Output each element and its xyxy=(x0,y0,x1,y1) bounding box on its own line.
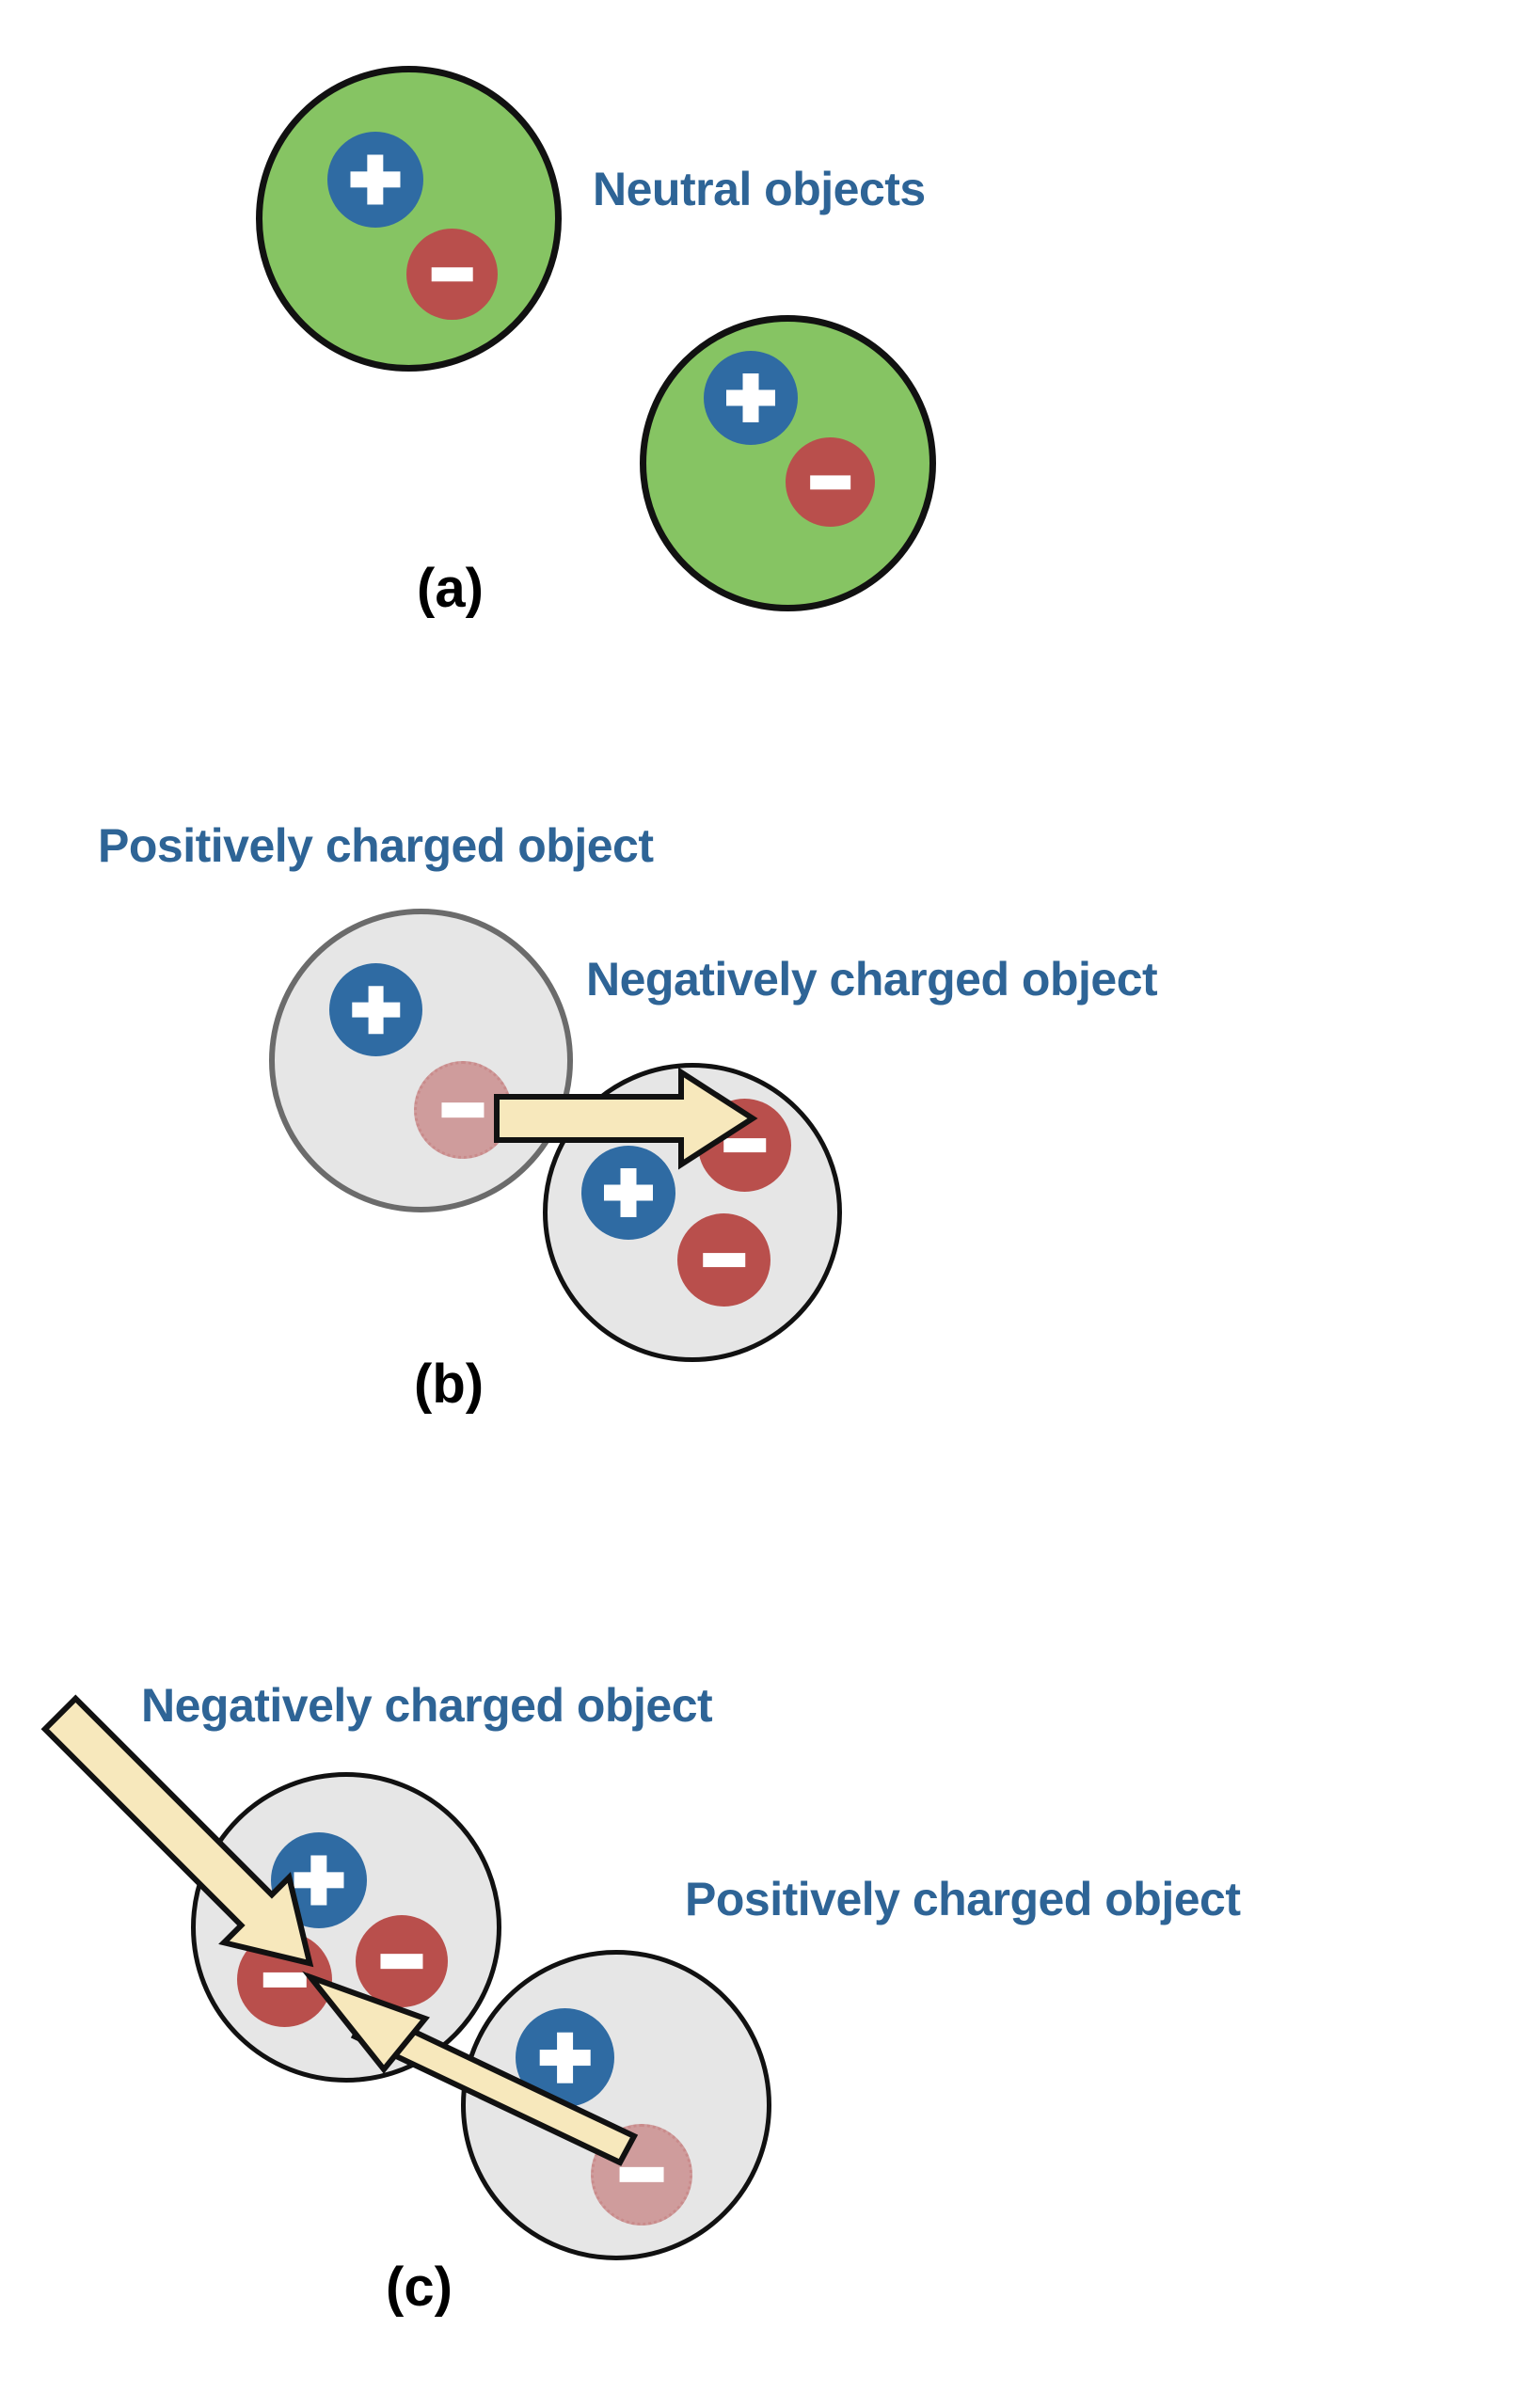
positively-charged-object-label: Positively charged object xyxy=(685,1873,1241,1925)
positive-charge xyxy=(327,132,423,228)
neutral-objects-label: Neutral objects xyxy=(593,163,926,215)
panel-label-b: (b) xyxy=(414,1354,485,1415)
positively-charged-object xyxy=(269,909,573,1212)
positive-charge xyxy=(581,1146,675,1240)
negative-charge xyxy=(786,437,875,527)
panel-label-c: (c) xyxy=(386,2257,453,2318)
ghost-negative-charge xyxy=(591,2124,692,2226)
negative-charge xyxy=(356,1915,448,2007)
positive-charge xyxy=(329,963,422,1056)
positive-charge xyxy=(704,351,798,445)
negative-charge xyxy=(677,1213,770,1307)
neutral-object-left xyxy=(256,66,562,372)
positively-charged-object-label: Positively charged object xyxy=(98,819,654,872)
negatively-charged-object-label: Negatively charged object xyxy=(586,953,1158,1006)
negatively-charged-object-label: Negatively charged object xyxy=(141,1679,713,1732)
negative-charge xyxy=(406,229,498,320)
panel-label-a: (a) xyxy=(417,558,484,619)
